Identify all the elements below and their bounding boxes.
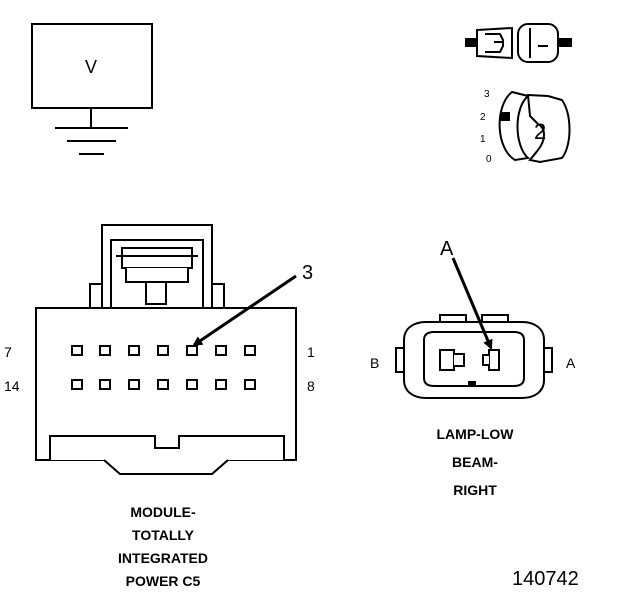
lamp-terminal-a-label: A [566, 355, 576, 371]
voltmeter-label: V [85, 57, 97, 77]
module-title-line-4: POWER C5 [126, 573, 201, 589]
figure-id: 140742 [512, 568, 579, 590]
module-title-line-1: MODULE- [130, 504, 196, 520]
switch-setting-label: 2 [534, 119, 546, 144]
pin-label-1: 1 [307, 344, 315, 360]
test-probe-icon [465, 23, 572, 63]
lamp-terminal-b-label: B [370, 355, 379, 371]
lamp-title-line-1: LAMP-LOW [437, 426, 515, 442]
module-callout-label: 3 [302, 262, 313, 284]
switch-position-2: 2 [480, 112, 486, 123]
switch-position-1: 1 [480, 134, 486, 145]
module-callout-arrow [192, 274, 297, 347]
pin-label-8: 8 [307, 378, 315, 394]
voltmeter-symbol: V [31, 23, 153, 109]
lamp-callout-label: A [440, 238, 454, 260]
module-title-line-3: INTEGRATED [118, 550, 208, 566]
lamp-title-line-2: BEAM- [452, 454, 498, 470]
module-title-line-2: TOTALLY [132, 527, 195, 543]
pin-label-7: 7 [4, 344, 12, 360]
ground-symbol [55, 108, 128, 155]
lamp-title-line-3: RIGHT [453, 482, 497, 498]
module-connector [35, 224, 297, 475]
switch-position-3: 3 [484, 89, 490, 100]
switch-position-0: 0 [486, 154, 492, 165]
lamp-connector [395, 314, 553, 399]
pin-label-14: 14 [4, 378, 20, 394]
lamp-callout-arrow [451, 257, 493, 350]
rotary-switch-icon [498, 90, 571, 164]
module-pin-cavities [71, 345, 256, 390]
